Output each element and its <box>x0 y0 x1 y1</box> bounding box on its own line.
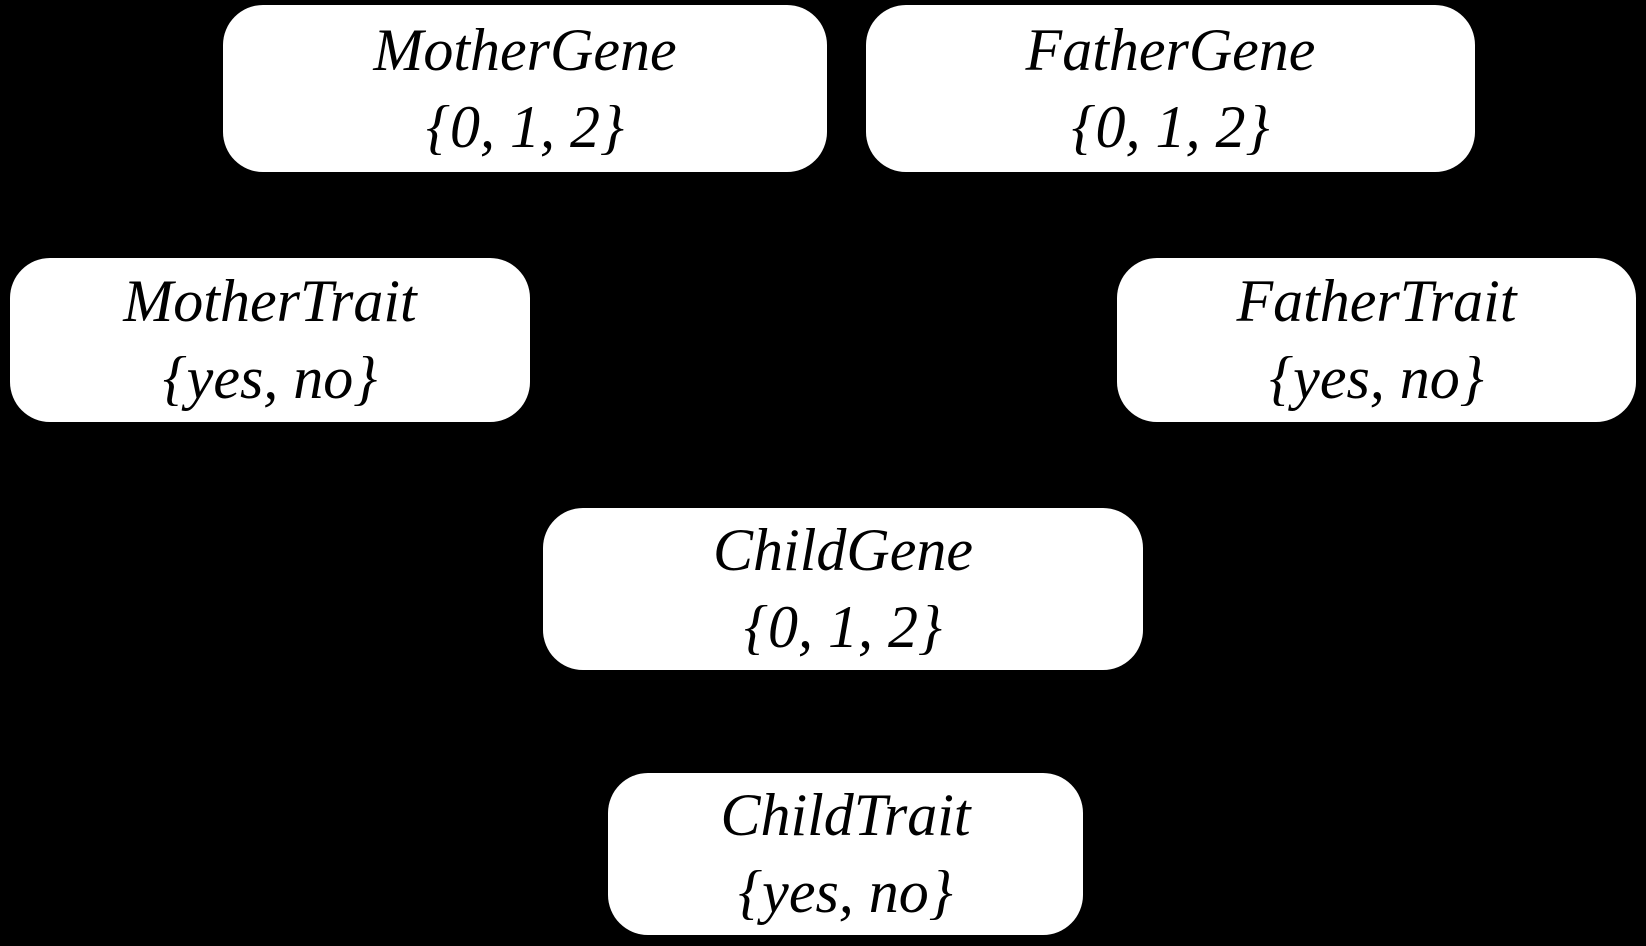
node-father-gene: FatherGene {0, 1, 2} <box>866 5 1475 172</box>
node-mother-gene: MotherGene {0, 1, 2} <box>223 5 827 172</box>
node-child-trait: ChildTrait {yes, no} <box>608 773 1083 935</box>
node-title: FatherTrait <box>1236 268 1517 334</box>
node-domain: {0, 1, 2} <box>1071 93 1270 160</box>
node-domain: {0, 1, 2} <box>426 93 624 160</box>
node-title: ChildGene <box>713 517 973 583</box>
node-father-trait: FatherTrait {yes, no} <box>1117 258 1636 422</box>
node-child-gene: ChildGene {0, 1, 2} <box>543 508 1143 670</box>
node-title: MotherTrait <box>123 268 417 334</box>
node-mother-trait: MotherTrait {yes, no} <box>10 258 530 422</box>
node-domain: {yes, no} <box>162 345 378 411</box>
node-title: MotherGene <box>373 16 677 83</box>
node-title: FatherGene <box>1025 16 1316 83</box>
node-domain: {yes, no} <box>738 859 953 925</box>
node-title: ChildTrait <box>720 782 971 848</box>
node-domain: {yes, no} <box>1269 345 1484 411</box>
node-domain: {0, 1, 2} <box>744 594 942 660</box>
